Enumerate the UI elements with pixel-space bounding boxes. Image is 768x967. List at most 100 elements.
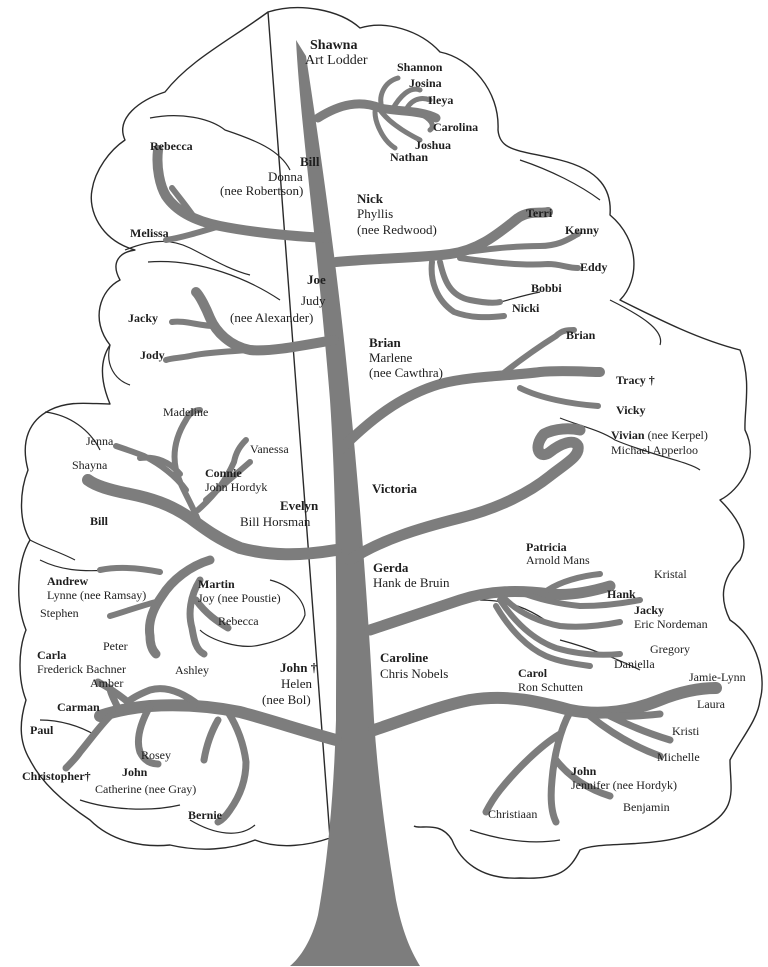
label-peter: Peter: [103, 639, 128, 653]
branch-john: [94, 699, 342, 746]
label-terri: Terri: [526, 206, 553, 220]
label-evelyn: Evelyn: [280, 498, 319, 513]
label-judy: Judy: [301, 293, 326, 308]
branch-caroline-twig: [482, 708, 674, 826]
tracy-name: Tracy: [616, 373, 646, 387]
label-lynne-ramsay: Lynne (nee Ramsay): [47, 588, 147, 602]
label-michael-apperloo: Michael Apperloo: [611, 443, 698, 457]
label-tracy: Tracy †: [616, 373, 655, 387]
label-rosey: Rosey: [141, 748, 171, 762]
label-bobbi: Bobbi: [531, 281, 562, 295]
label-nee-redwood: (nee Redwood): [357, 222, 437, 237]
label-andrew: Andrew: [47, 574, 89, 588]
branch-evelyn-lower: [145, 555, 215, 659]
label-nathan: Nathan: [390, 150, 429, 164]
label-hank: Hank: [607, 587, 636, 601]
label-carman: Carman: [57, 700, 100, 714]
label-jacky-right: Jacky: [634, 603, 664, 617]
label-kristal: Kristal: [654, 567, 687, 581]
vivian-nee: (nee Kerpel): [647, 428, 708, 442]
label-jody: Jody: [140, 348, 165, 362]
label-carla: Carla: [37, 648, 67, 662]
branch-brian: [335, 366, 605, 455]
label-arnold-mans: Arnold Mans: [526, 553, 590, 567]
label-jacky-left: Jacky: [128, 311, 158, 325]
label-jamie-lynn: Jamie-Lynn: [689, 670, 746, 684]
label-jenna: Jenna: [86, 434, 114, 448]
label-shannon: Shannon: [397, 60, 443, 74]
label-benjamin: Benjamin: [623, 800, 670, 814]
label-laura: Laura: [697, 697, 725, 711]
foliage-outline: [18, 6, 763, 879]
label-melissa: Melissa: [130, 226, 169, 240]
label-bill-left: Bill: [90, 514, 109, 528]
label-nee-cawthra: (nee Cawthra): [369, 365, 443, 380]
label-jennifer-hordyk: Jennifer (nee Hordyk): [571, 778, 677, 792]
label-connie: Connie: [205, 466, 242, 480]
john-main-name: John: [280, 660, 308, 675]
label-ashley: Ashley: [175, 663, 209, 677]
vivian-name: Vivian: [611, 428, 645, 442]
label-vanessa: Vanessa: [250, 442, 289, 456]
label-nee-bol: (nee Bol): [262, 692, 311, 707]
label-hank-de-bruin: Hank de Bruin: [373, 575, 450, 590]
label-carol: Carol: [518, 666, 548, 680]
label-john-right: John: [571, 764, 597, 778]
label-shawna: Shawna: [310, 38, 358, 53]
label-bill-top: Bill: [300, 154, 320, 169]
label-joe: Joe: [307, 272, 326, 287]
label-rebecca-mid: Rebecca: [218, 614, 259, 628]
label-marlene: Marlene: [369, 350, 413, 365]
branch-andrew: [97, 564, 163, 619]
branch-bill-twig: [163, 185, 223, 243]
label-brian: Brian: [369, 335, 401, 350]
label-joshua: Joshua: [415, 138, 452, 152]
label-eddy: Eddy: [580, 260, 608, 274]
branch-brian-twig: [497, 327, 601, 409]
label-frederick-bachner: Frederick Bachner: [37, 662, 126, 676]
label-ron-schutten: Ron Schutten: [518, 680, 583, 694]
label-joy-poustie: Joy (nee Poustie): [198, 591, 281, 605]
label-gerda: Gerda: [373, 560, 409, 575]
label-victoria: Victoria: [372, 481, 417, 496]
label-nee-alexander: (nee Alexander): [230, 310, 314, 325]
label-michelle: Michelle: [657, 750, 700, 764]
christopher-name: Christopher: [22, 769, 85, 783]
branch-shawna-twig: [372, 75, 435, 151]
label-nee-robertson: (nee Robertson): [220, 183, 304, 198]
label-bill-horsman: Bill Horsman: [240, 514, 311, 529]
label-paul: Paul: [30, 723, 54, 737]
label-brian-child: Brian: [566, 328, 596, 342]
label-john-child: John: [122, 765, 148, 779]
label-bernie: Bernie: [188, 808, 222, 822]
label-shayna: Shayna: [72, 458, 108, 472]
label-vivian: Vivian (nee Kerpel): [611, 428, 708, 442]
label-kenny: Kenny: [565, 223, 600, 237]
branch-evelyn-twig: [113, 407, 253, 523]
label-carolina: Carolina: [433, 120, 479, 134]
branch-joe: [191, 287, 339, 356]
label-gregory: Gregory: [650, 642, 690, 656]
branch-caroline: [368, 682, 722, 736]
label-art-lodder: Art Lodder: [305, 53, 368, 68]
label-donna: Donna: [268, 169, 303, 184]
label-madeline: Madeline: [163, 405, 209, 419]
label-christopher: Christopher†: [22, 769, 91, 783]
label-kristi: Kristi: [672, 724, 700, 738]
label-john-hordyk: John Hordyk: [205, 480, 268, 494]
label-martin: Martin: [198, 577, 235, 591]
label-daniella: Daniella: [614, 657, 655, 671]
deceased-cross-icon: †: [84, 769, 91, 783]
label-nicki: Nicki: [512, 301, 540, 315]
label-chris-nobels: Chris Nobels: [380, 666, 449, 681]
label-vicky: Vicky: [616, 403, 646, 417]
label-phyllis: Phyllis: [357, 206, 394, 221]
label-rebecca-top: Rebecca: [150, 139, 193, 153]
label-patricia: Patricia: [526, 540, 567, 554]
label-stephen: Stephen: [40, 606, 79, 620]
branch-gerda-twig: [493, 571, 643, 669]
label-josina: Josina: [409, 76, 442, 90]
branch-gerda: [364, 580, 616, 636]
branch-bill: [152, 145, 331, 243]
